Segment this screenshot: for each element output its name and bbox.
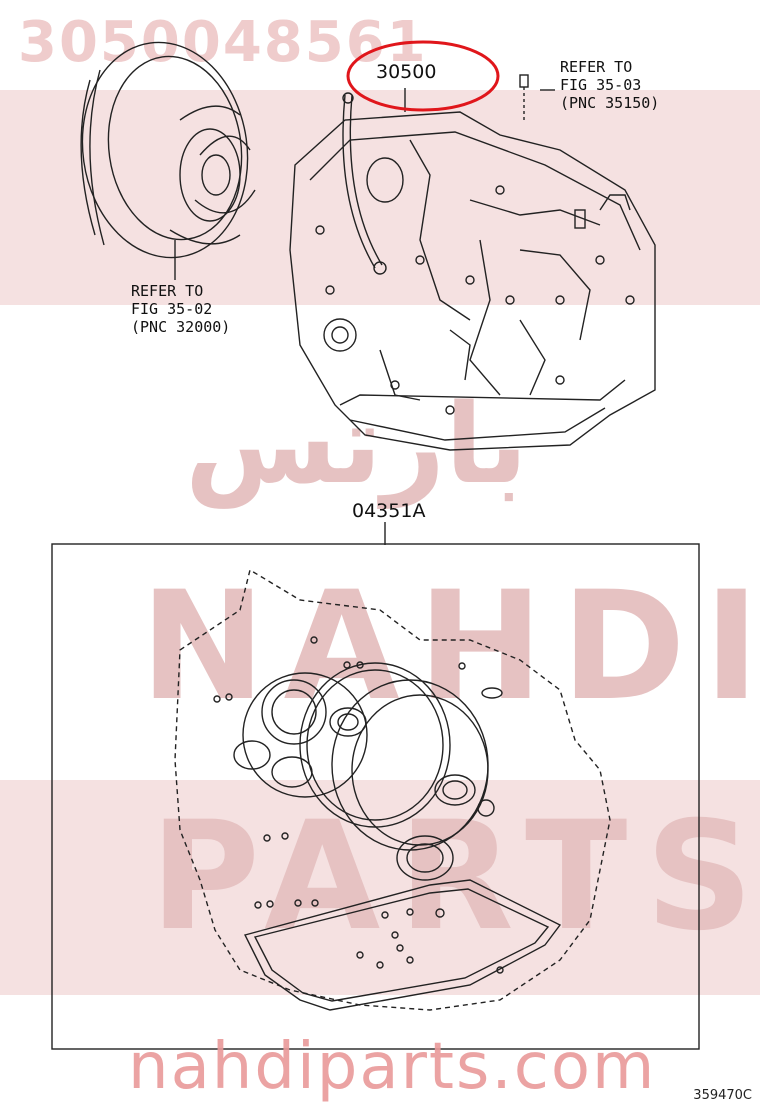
refer-fig-35-02-line2[interactable]: FIG 35-02: [131, 300, 213, 318]
watermark-band: [0, 780, 760, 995]
main-part-number-label[interactable]: 30500: [376, 61, 437, 83]
refer-fig-35-02-line3[interactable]: (PNC 32000): [131, 318, 231, 336]
watermark-band: [0, 90, 760, 305]
highlight-circle: [346, 40, 500, 112]
transmission-drawing: [289, 74, 656, 451]
torque-converter-drawing: [80, 41, 256, 259]
watermark-site-url: nahdiparts.com: [128, 1030, 657, 1104]
kit-part-number-label[interactable]: 04351A: [352, 500, 426, 522]
refer-fig-35-02-line1[interactable]: REFER TO: [131, 282, 204, 300]
kit-box: [51, 543, 700, 1050]
figure-id: 359470C: [693, 1088, 752, 1103]
refer-fig-35-03-line1[interactable]: REFER TO: [560, 58, 633, 76]
refer-fig-35-03-line3[interactable]: (PNC 35150): [560, 94, 660, 112]
watermark-word-nahdi: NAHDI: [140, 560, 760, 734]
refer-fig-35-03-line2[interactable]: FIG 35-03: [560, 76, 642, 94]
watermark-word-parts: PARTS: [150, 790, 760, 964]
watermark-part-code: 3050048561: [18, 10, 428, 75]
watermark-arabic: بارتس: [185, 380, 528, 508]
